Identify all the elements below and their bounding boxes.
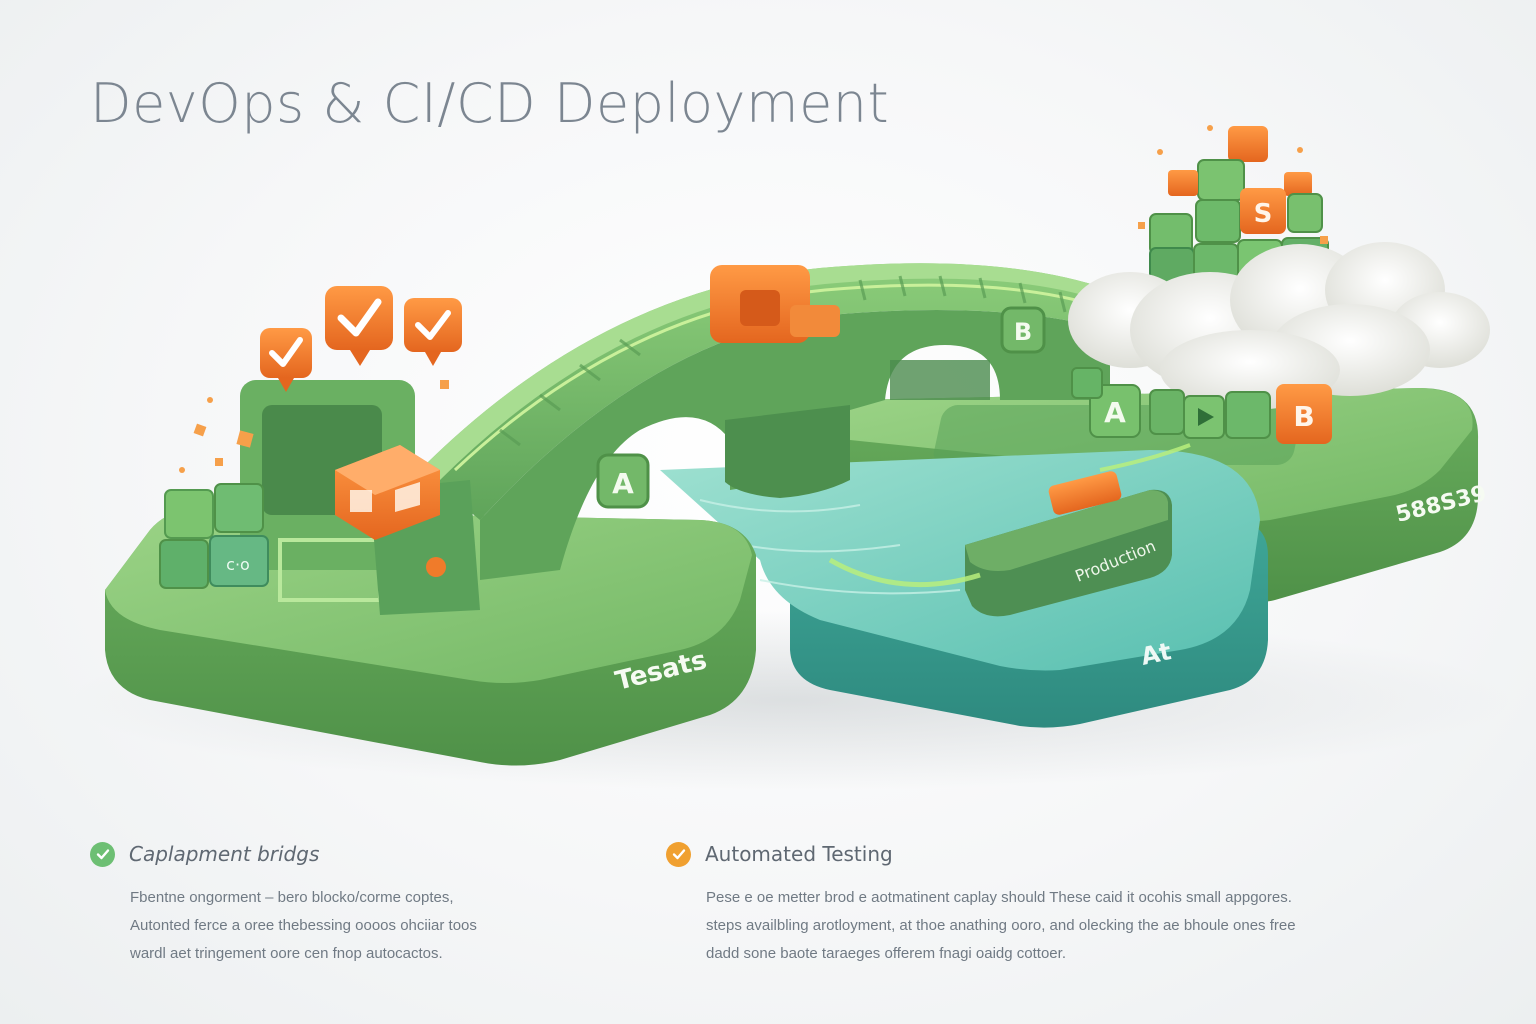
bridge: A B — [420, 263, 1110, 580]
svg-text:B: B — [1014, 318, 1032, 346]
svg-text:A: A — [612, 467, 634, 500]
check-balloon-2 — [325, 286, 393, 366]
water-platform-label: At — [1138, 637, 1173, 671]
orange-crate — [335, 445, 440, 540]
status-light — [426, 557, 446, 577]
sparkles-left — [179, 380, 449, 473]
feature-line: Autonted ferce a oree thebessing oooos o… — [130, 917, 477, 934]
bridge-slats — [499, 275, 1067, 447]
feature-automated-testing: Automated Testing Pese e oe metter brod … — [666, 838, 1466, 968]
check-balloon-3 — [404, 298, 462, 366]
front-cubes: A B — [1071, 367, 1332, 444]
feature-description: Fbentne ongorment – bero blocko/corme co… — [130, 884, 590, 968]
feature-line: dadd sone baote taraeges offerem fnagi o… — [706, 945, 1066, 962]
page-title: DevOps & CI/CD Deployment — [90, 72, 890, 135]
svg-text:S: S — [1254, 199, 1273, 229]
bridge-gate — [710, 265, 840, 343]
svg-text:B: B — [1293, 400, 1314, 433]
bridge-badge-a: A — [596, 453, 650, 509]
feature-line: wardl aet tringement oore cen fnop autoc… — [130, 945, 443, 962]
test-gate — [240, 380, 480, 615]
pyramid-row-2: S — [1149, 188, 1323, 255]
feature-bridge: Caplapment bridgs Fbentne ongorment – be… — [90, 838, 590, 968]
production-chip — [1048, 471, 1122, 515]
svg-text:c·o: c·o — [226, 555, 250, 574]
feature-line: steps availbling arotloyment, at thoe an… — [706, 917, 1296, 934]
production-box: Production — [828, 443, 1191, 617]
feature-title: Automated Testing — [705, 842, 893, 866]
sparkles-right — [1138, 125, 1328, 244]
check-balloon-1 — [260, 328, 312, 392]
check-circle-icon — [90, 841, 115, 867]
left-block-stack: c·o — [159, 483, 269, 589]
feature-line: Fbentne ongorment – bero blocko/corme co… — [130, 889, 454, 906]
check-circle-icon — [666, 841, 691, 867]
feature-description: Pese e oe metter brod e aotmatinent capl… — [706, 884, 1466, 968]
bridge-badge-b: B — [1000, 306, 1046, 354]
svg-text:A: A — [1104, 396, 1126, 429]
deployment-diagram: 588S39 At Production Tesats — [70, 125, 1510, 790]
feature-line: Pese e oe metter brod e aotmatinent capl… — [706, 889, 1292, 906]
pyramid-row-top — [1168, 126, 1312, 201]
feature-title: Caplapment bridgs — [129, 842, 320, 866]
